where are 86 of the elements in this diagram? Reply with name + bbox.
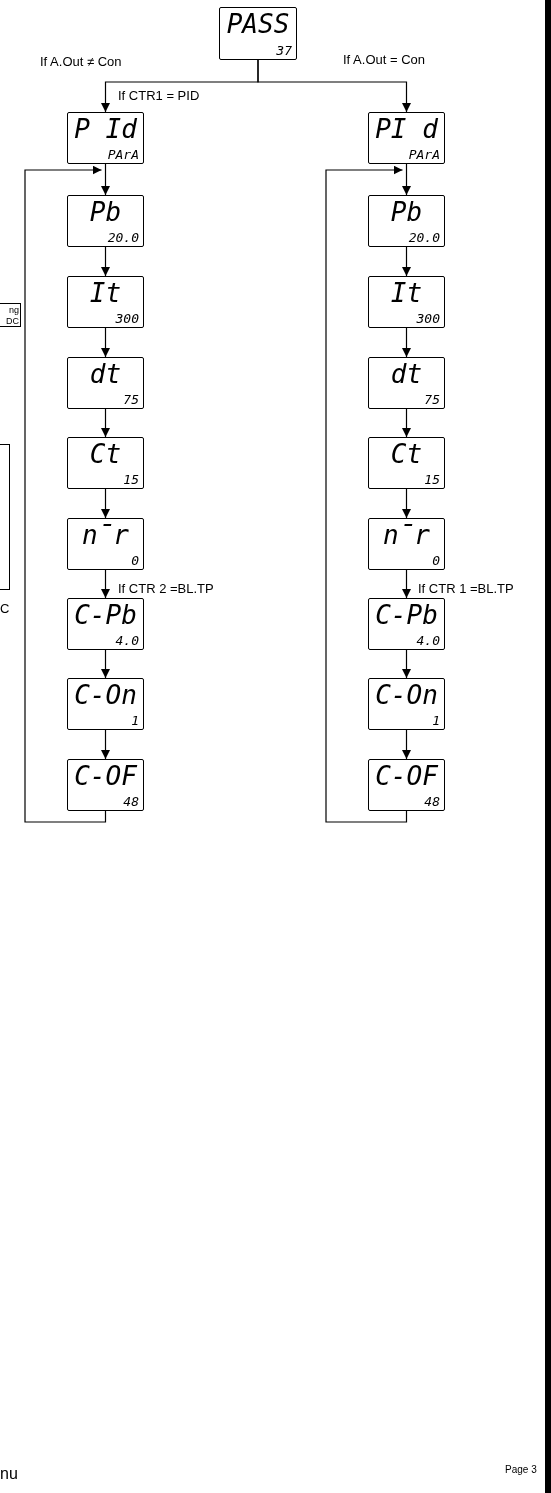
- display-value: 48: [123, 794, 139, 809]
- edge-label: If CTR 2 =BL.TP: [118, 581, 214, 597]
- display-value: 300: [416, 311, 440, 326]
- arrow: [402, 649, 411, 679]
- arrow: [101, 327, 110, 358]
- display-box: [368, 357, 445, 409]
- edge-label: If A.Out = Con: [343, 52, 426, 68]
- display-value: 15: [123, 472, 139, 487]
- display-box: [67, 598, 144, 650]
- display-value: 300: [115, 311, 139, 326]
- display-box: [219, 7, 297, 60]
- display-value: 20.0: [408, 230, 440, 245]
- arrow: [402, 327, 411, 358]
- arrow: [257, 59, 411, 113]
- display-box: [368, 518, 445, 570]
- partial-box: [0, 444, 10, 590]
- display-box: [67, 276, 144, 328]
- display-text: n̄r: [82, 520, 129, 550]
- display-value: PArA: [408, 147, 440, 162]
- arrow: [24, 165, 107, 823]
- display-value: 20.0: [107, 230, 139, 245]
- arrow: [101, 163, 110, 196]
- display-value: 4.0: [115, 633, 139, 648]
- display-box: [368, 678, 445, 730]
- display-box: [368, 276, 445, 328]
- arrow: [325, 165, 408, 823]
- text-label: If CTR1 = PID: [118, 88, 200, 104]
- display-box: [368, 112, 445, 164]
- display-value: 75: [424, 392, 440, 407]
- display-text: It: [390, 278, 423, 308]
- display-text: dt: [390, 359, 423, 389]
- note-box: ng DC: [0, 303, 21, 327]
- display-box: [368, 195, 445, 247]
- display-box: [67, 437, 144, 489]
- arrow: [402, 408, 411, 438]
- display-value: 0: [432, 553, 440, 568]
- edge-label: If CTR 1 =BL.TP: [418, 581, 514, 597]
- display-text: C-Pb: [375, 600, 438, 630]
- display-value: 15: [424, 472, 440, 487]
- edge-label: If A.Out ≠ Con: [40, 54, 122, 70]
- display-text: Ct: [89, 439, 122, 469]
- display-text: C-On: [375, 680, 438, 710]
- text-label: Page 3: [505, 1463, 537, 1477]
- display-value: 1: [432, 713, 440, 728]
- arrow: [402, 729, 411, 760]
- display-value: 48: [424, 794, 440, 809]
- arrow: [101, 246, 110, 277]
- display-value: 75: [123, 392, 139, 407]
- display-value: PArA: [107, 147, 139, 162]
- text-label: nu: [0, 1466, 18, 1482]
- arrow: [101, 488, 110, 519]
- display-text: PI d: [375, 114, 438, 144]
- arrow: [402, 488, 411, 519]
- display-text: P Id: [74, 114, 137, 144]
- display-box: [368, 759, 445, 811]
- display-box: [67, 195, 144, 247]
- arrow: [101, 569, 110, 599]
- display-text: dt: [89, 359, 122, 389]
- display-box: [67, 357, 144, 409]
- display-value: 0: [131, 553, 139, 568]
- display-box: [368, 437, 445, 489]
- display-box: [368, 598, 445, 650]
- display-text: C-Pb: [74, 600, 137, 630]
- display-box: [67, 678, 144, 730]
- display-text: C-On: [74, 680, 137, 710]
- display-text: Pb: [390, 197, 423, 227]
- display-text: C-OF: [375, 761, 438, 791]
- display-text: PASS: [226, 9, 290, 39]
- display-text: C-OF: [74, 761, 137, 791]
- display-text: Pb: [89, 197, 122, 227]
- display-value: 4.0: [416, 633, 440, 648]
- text-label: C: [0, 601, 10, 617]
- display-box: [67, 759, 144, 811]
- display-value: 1: [131, 713, 139, 728]
- display-value: 37: [276, 43, 292, 58]
- arrow: [101, 729, 110, 760]
- arrow: [402, 163, 411, 196]
- arrow: [402, 246, 411, 277]
- display-text: Ct: [390, 439, 423, 469]
- arrow: [402, 569, 411, 599]
- arrow: [101, 408, 110, 438]
- arrow: [101, 649, 110, 679]
- display-text: It: [89, 278, 122, 308]
- display-text: n̄r: [383, 520, 430, 550]
- display-box: [67, 518, 144, 570]
- display-box: [67, 112, 144, 164]
